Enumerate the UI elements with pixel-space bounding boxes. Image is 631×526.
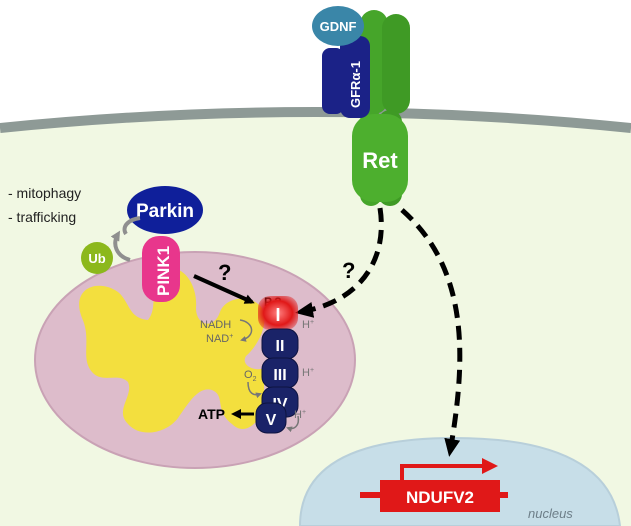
parkin-function-trafficking: - trafficking	[8, 209, 76, 225]
proton-arrow	[286, 415, 300, 433]
ret-label: Ret	[362, 148, 398, 173]
parkin-protein[interactable]: Parkin	[127, 186, 203, 234]
parkin-function-mitophagy: - mitophagy	[8, 185, 81, 201]
gfra1-label: GFRα-1	[348, 61, 363, 108]
nad-plus-label: NAD+	[206, 333, 233, 345]
proton-label-1: H+	[302, 319, 314, 331]
nadh-cycle-arrow	[239, 319, 253, 342]
parkin-ub-arrow	[122, 216, 141, 236]
nucleus-label: nucleus	[528, 506, 573, 521]
ret-question-mark: ?	[342, 258, 355, 283]
atp-label: ATP	[198, 406, 225, 422]
complex-1-label: I	[275, 305, 280, 325]
complex-5-label: V	[266, 412, 277, 429]
ret-receptor[interactable]: Ret	[352, 10, 410, 206]
complex-3[interactable]: III	[261, 357, 299, 389]
ndufv2-label: NDUFV2	[406, 488, 474, 507]
gdnf-ligand[interactable]: GDNF	[312, 6, 364, 46]
pink1-to-complex1-arrow	[193, 274, 255, 304]
mitochondrion-cristae	[79, 268, 265, 433]
ub-label: Ub	[88, 251, 105, 266]
pink1-protein[interactable]: PINK1	[142, 236, 180, 302]
ub-cycle-arrow	[110, 230, 131, 262]
proton-label-2: H+	[302, 367, 314, 379]
proton-label-3: H+	[294, 409, 306, 421]
oxygen-label: O2	[244, 369, 257, 383]
complex-3-label: III	[273, 367, 286, 384]
ubiquitin[interactable]: Ub	[81, 242, 113, 274]
complex-2[interactable]: II	[261, 328, 299, 360]
complex-1[interactable]: I	[258, 296, 298, 330]
nadh-label: NADH	[200, 319, 231, 331]
ndufv2-gene[interactable]: NDUFV2	[360, 458, 508, 512]
gfra1-coreceptor[interactable]: GFRα-1	[322, 36, 370, 118]
gdnf-label: GDNF	[320, 19, 357, 34]
oxygen-arrow	[247, 381, 262, 399]
parkin-label: Parkin	[136, 201, 194, 222]
pink1-question-mark: ?	[218, 260, 231, 285]
plasma-membrane	[0, 107, 631, 133]
pink1-label: PINK1	[154, 246, 173, 296]
complex-5[interactable]: V	[255, 402, 287, 434]
ret-to-nucleus-arrow	[400, 208, 463, 457]
complex-2-label: II	[276, 338, 285, 355]
ret-to-complex1-arrow	[295, 207, 384, 318]
